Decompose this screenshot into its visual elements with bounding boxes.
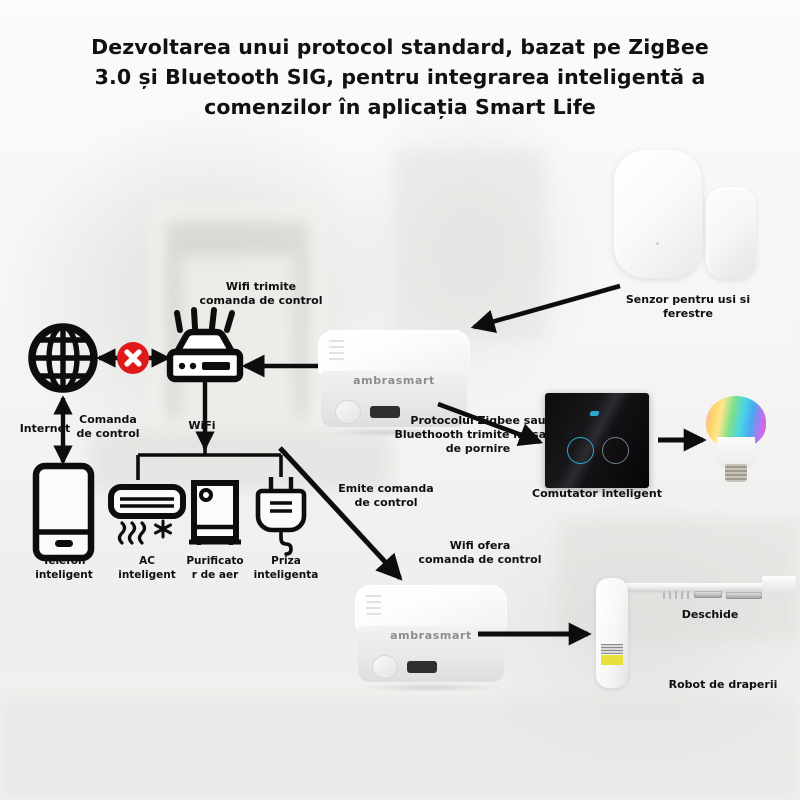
- label-open: Deschide: [681, 608, 739, 621]
- background-wall-panel: [395, 150, 545, 340]
- switch-touch-button-2[interactable]: [602, 437, 629, 464]
- curtain-rail: [625, 583, 775, 591]
- gateway-usb-port: [369, 406, 401, 418]
- curtain-rail-end-cap: [762, 576, 796, 594]
- gateway-led-strip: [365, 595, 381, 617]
- title-line-3: comenzilor în aplicația Smart Life: [204, 95, 596, 119]
- gateway-shadow: [361, 683, 501, 692]
- gateway-power-button[interactable]: [334, 400, 361, 424]
- switch-touch-button-1[interactable]: [567, 437, 594, 464]
- motor-label-band: [601, 644, 623, 654]
- label-wifi: WiFi: [188, 419, 216, 432]
- air-purifier-icon: [189, 480, 241, 545]
- arrow-gateway-to-switch: [437, 401, 544, 447]
- bracket-devices: [136, 448, 283, 480]
- curtain-carrier-right: [726, 592, 762, 599]
- internet-globe-icon: [28, 323, 98, 393]
- smart-switch-panel[interactable]: [545, 393, 649, 488]
- smart-bulb: [706, 396, 766, 486]
- curtain-robot-motor: [596, 578, 628, 688]
- arrow-sensor-to-gateway: [470, 283, 621, 333]
- gateway-led-strip: [328, 340, 344, 362]
- curtain-carrier-left: [694, 591, 722, 598]
- snowflake-icon: [154, 519, 172, 539]
- arrow-emits-control-command: [278, 446, 403, 581]
- motor-yellow-band: [601, 655, 623, 665]
- smart-plug-icon: [255, 477, 307, 556]
- gateway-power-button[interactable]: [371, 655, 398, 679]
- smartphone-icon: [32, 462, 95, 562]
- bulb-neck: [717, 437, 755, 468]
- gateway-hub-top: ambrasmart: [318, 330, 470, 437]
- gateway-brand-label: ambrasmart: [353, 374, 435, 387]
- gateway-brand-label: ambrasmart: [390, 629, 472, 642]
- background-shelf: [90, 430, 390, 490]
- title-line-2: 3.0 și Bluetooth SIG, pentru integrarea …: [94, 65, 706, 89]
- gateway-shadow: [324, 428, 464, 437]
- background-floor: [0, 700, 800, 800]
- page-title: Dezvoltarea unui protocol standard, baza…: [40, 32, 760, 122]
- label-curtain-robot: Robot de draperii: [668, 678, 778, 691]
- air-conditioner-icon: [108, 484, 186, 545]
- bulb-screw-base: [725, 464, 747, 483]
- label-smart-switch: Comutator inteligent: [532, 487, 662, 500]
- title-line-1: Dezvoltarea unui protocol standard, baza…: [91, 35, 709, 59]
- label-internet: Internet: [19, 422, 71, 435]
- gateway-usb-port: [406, 661, 438, 673]
- wifi-router-icon: [166, 307, 244, 383]
- blocked-connection: [96, 342, 171, 374]
- door-window-sensor-magnet: [706, 187, 756, 279]
- door-window-sensor-body: [614, 150, 702, 278]
